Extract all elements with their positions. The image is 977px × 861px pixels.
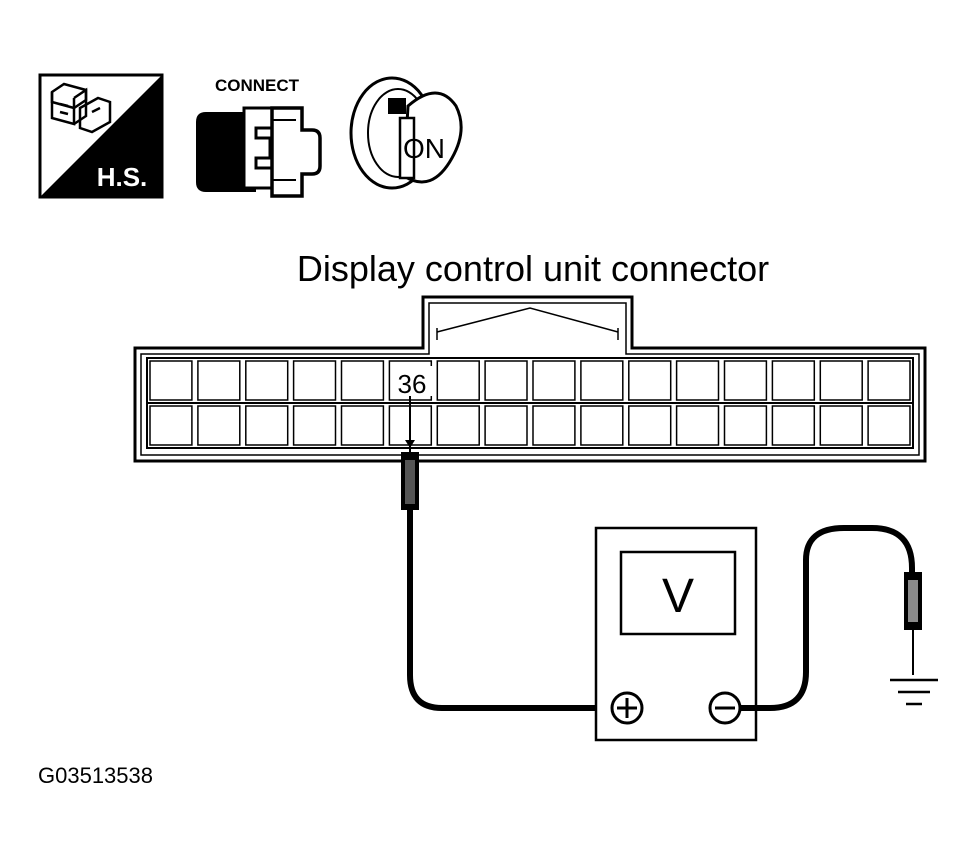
connect-icon-label: CONNECT: [215, 76, 300, 95]
connector-cavity: [245, 360, 289, 401]
ground-symbol-icon: [890, 678, 938, 706]
connector-cavities: [147, 360, 913, 446]
connector-cavity: [484, 360, 528, 401]
connector-cavity: [628, 405, 672, 446]
meter-display-label: V: [662, 570, 694, 623]
connector-cavity: [580, 360, 624, 401]
connector-cavity: [771, 360, 816, 401]
connector-cavity: [723, 360, 768, 401]
terminal-number: 36: [398, 369, 427, 399]
connector-cavity: [197, 360, 241, 401]
ignition-icon-label: ON: [403, 133, 445, 164]
connector-cavity: [197, 405, 241, 446]
connector-cavity: [149, 405, 193, 446]
voltmeter: V: [594, 526, 758, 742]
positive-probe: [401, 396, 419, 510]
connector-cavity: [723, 405, 768, 446]
negative-lead-wire: [740, 525, 915, 711]
connector-cavity: [245, 405, 289, 446]
connector-cavity: [628, 360, 672, 401]
connector-cavity: [867, 360, 911, 401]
connector-cavity: [436, 360, 480, 401]
connector-cavity: [340, 360, 385, 401]
ignition-key-icon: ON: [349, 76, 463, 190]
diagram-title: Display control unit connector: [297, 248, 769, 289]
connector-cavity: [149, 360, 193, 401]
positive-lead-wire: [407, 510, 605, 711]
connector-cavity: [675, 405, 720, 446]
harness-disconnect-icon: H.S.: [38, 73, 164, 199]
connector-cavity: [771, 405, 816, 446]
connector-cavity: [292, 360, 337, 401]
connector-cavity: [484, 405, 528, 446]
connector-cavity: [532, 360, 576, 401]
ground-probe: [904, 572, 922, 675]
connector-cavity: [867, 405, 911, 446]
connector-cavity: [819, 405, 863, 446]
connector-connect-icon: CONNECT: [196, 76, 322, 198]
connector-cavity: [580, 405, 624, 446]
connector-cavity: [340, 405, 385, 446]
connector-cavity: [532, 405, 576, 446]
connector-cavity: [436, 405, 480, 446]
connector-cavity: [675, 360, 720, 401]
figure-id: G03513538: [38, 763, 153, 788]
harness-icon-label: H.S.: [97, 162, 148, 192]
connector-cavity: [292, 405, 337, 446]
connector-cavity: [819, 360, 863, 401]
